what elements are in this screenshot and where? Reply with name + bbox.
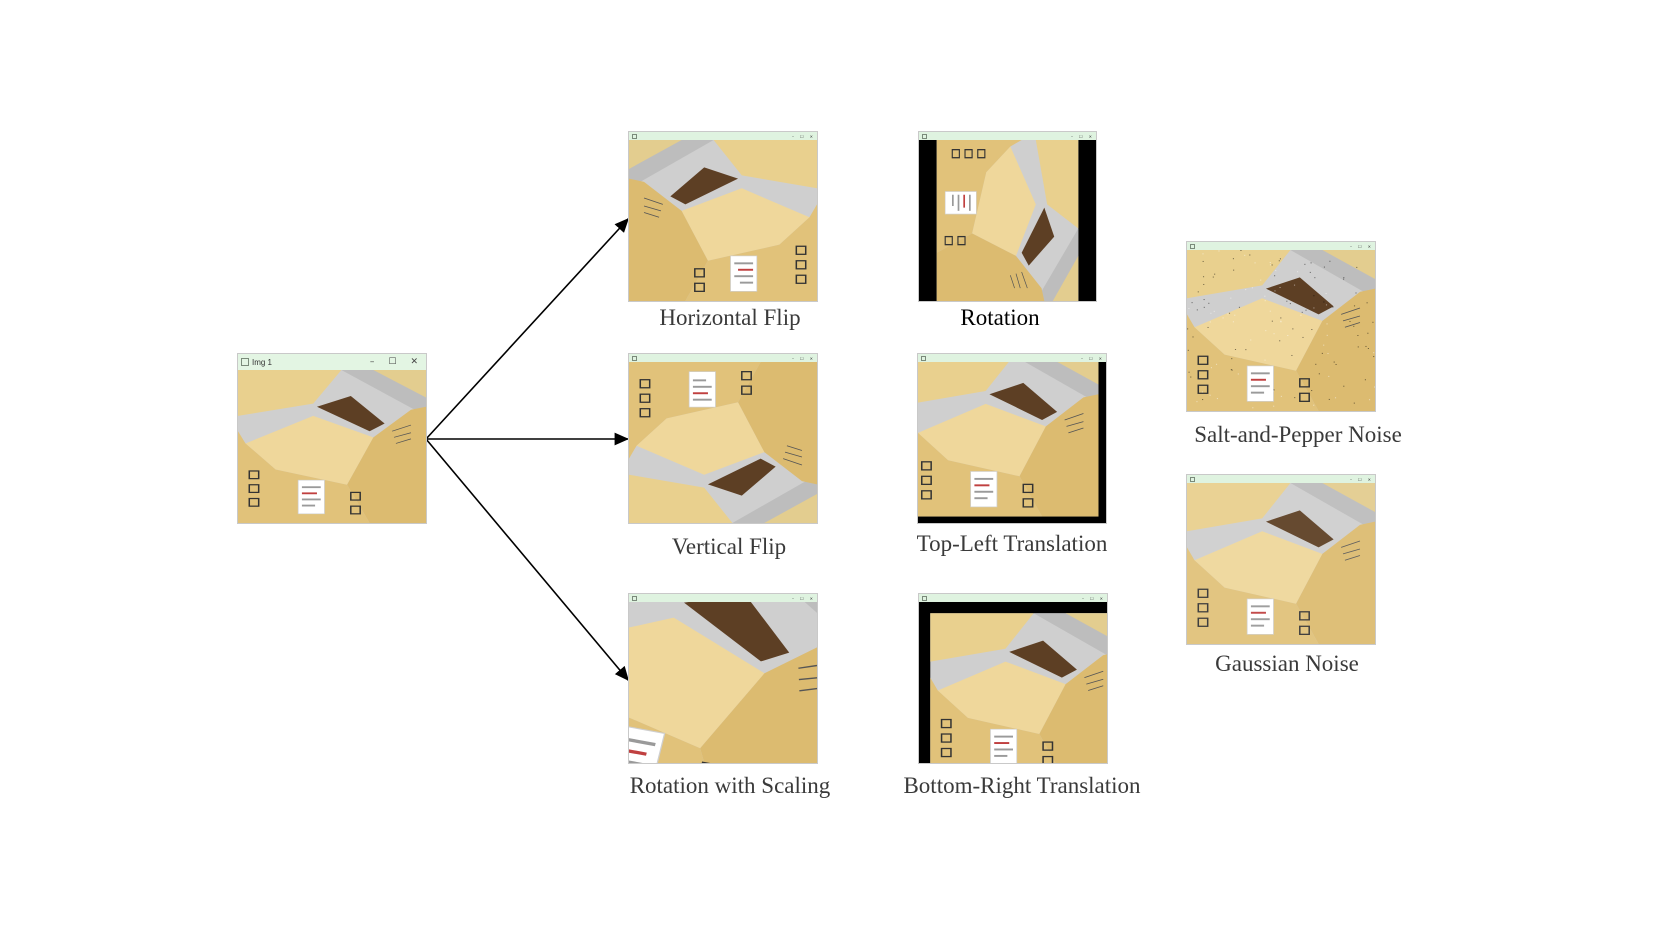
bottom-right-translation-window: –☐ ✕ (918, 593, 1108, 764)
source-image (238, 370, 426, 523)
close-icon[interactable]: ✕ (809, 355, 813, 361)
minimize-icon[interactable]: – (1081, 355, 1084, 361)
close-icon[interactable]: ✕ (1099, 595, 1103, 601)
gaussian-noise-image (1187, 483, 1375, 644)
maximize-icon[interactable]: ☐ (1089, 355, 1093, 361)
salt-and-pepper-noise-window: –☐ ✕ (1186, 241, 1376, 412)
window-titlebar: –☐ ✕ (629, 132, 817, 140)
salt-and-pepper-noise-caption: Salt-and-Pepper Noise (1194, 422, 1402, 447)
horizontal-flip-image (629, 140, 817, 301)
close-icon[interactable]: ✕ (410, 357, 418, 367)
app-icon (632, 133, 637, 139)
rotation-with-scaling-caption: Rotation with Scaling (629, 773, 831, 798)
window-titlebar: –☐ ✕ (918, 354, 1106, 362)
window-titlebar: –☐ ✕ (1187, 242, 1375, 250)
close-icon[interactable]: ✕ (1088, 133, 1092, 139)
source-image-window: Img 1 – ☐ ✕ (237, 353, 427, 524)
maximize-icon[interactable]: ☐ (388, 357, 397, 367)
rotation-with-scaling-image (629, 602, 817, 763)
minimize-icon[interactable]: – (1350, 476, 1353, 482)
gaussian-noise-window: –☐ ✕ (1186, 474, 1376, 645)
maximize-icon[interactable]: ☐ (1358, 476, 1362, 482)
window-titlebar: –☐ ✕ (1187, 475, 1375, 483)
close-icon[interactable]: ✕ (1098, 355, 1102, 361)
minimize-icon[interactable]: – (1350, 243, 1353, 249)
vertical-flip-window: –☐ ✕ (628, 353, 818, 524)
close-icon[interactable]: ✕ (809, 133, 813, 139)
source-window-title: Img 1 (252, 357, 273, 367)
maximize-icon[interactable]: ☐ (1358, 243, 1362, 249)
minimize-icon[interactable]: – (1082, 595, 1085, 601)
rotation-with-scaling-window: –☐ ✕ (628, 593, 818, 764)
app-icon (922, 595, 927, 601)
minimize-icon[interactable]: – (792, 133, 795, 139)
top-left-translation-caption: Top-Left Translation (916, 531, 1108, 556)
top-left-translation-image (918, 362, 1106, 523)
app-icon (241, 358, 249, 366)
app-icon (1190, 243, 1195, 249)
maximize-icon[interactable]: ☐ (1079, 133, 1083, 139)
app-icon (1190, 476, 1195, 482)
minimize-icon[interactable]: – (369, 357, 375, 367)
close-icon[interactable]: ✕ (1367, 243, 1371, 249)
rotation-caption: Rotation (960, 305, 1040, 330)
salt-and-pepper-noise-image (1187, 250, 1375, 411)
window-titlebar: –☐ ✕ (919, 132, 1096, 140)
window-titlebar: –☐ ✕ (919, 594, 1107, 602)
minimize-icon[interactable]: – (792, 355, 795, 361)
close-icon[interactable]: ✕ (809, 595, 813, 601)
maximize-icon[interactable]: ☐ (1090, 595, 1094, 601)
bottom-right-translation-caption: Bottom-Right Translation (903, 773, 1141, 798)
gaussian-noise-caption: Gaussian Noise (1215, 651, 1359, 676)
arrow-to-horizontal-flip (425, 217, 630, 440)
rotation-window: –☐ ✕ (918, 131, 1097, 302)
app-icon (632, 355, 637, 361)
horizontal-flip-caption: Horizontal Flip (659, 305, 801, 330)
bottom-right-translation-image (919, 602, 1107, 763)
source-window-titlebar: Img 1 – ☐ ✕ (238, 354, 426, 370)
rotation-image (919, 140, 1096, 301)
vertical-flip-image (629, 362, 817, 523)
app-icon (922, 133, 927, 139)
horizontal-flip-window: –☐ ✕ (628, 131, 818, 302)
minimize-icon[interactable]: – (792, 595, 795, 601)
maximize-icon[interactable]: ☐ (800, 595, 804, 601)
app-icon (921, 355, 926, 361)
maximize-icon[interactable]: ☐ (800, 355, 804, 361)
maximize-icon[interactable]: ☐ (800, 133, 804, 139)
top-left-translation-window: –☐ ✕ (917, 353, 1107, 524)
window-titlebar: –☐ ✕ (629, 594, 817, 602)
window-titlebar: –☐ ✕ (629, 354, 817, 362)
close-icon[interactable]: ✕ (1367, 476, 1371, 482)
arrow-to-rotation-with-scaling (425, 438, 630, 682)
app-icon (632, 595, 637, 601)
vertical-flip-caption: Vertical Flip (671, 534, 787, 559)
minimize-icon[interactable]: – (1071, 133, 1074, 139)
